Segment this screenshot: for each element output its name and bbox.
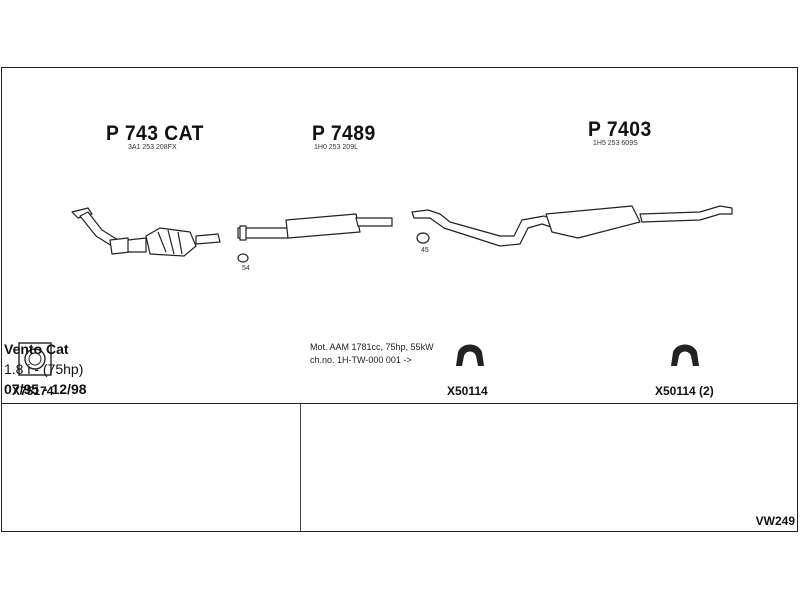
spec-block: Mot. AAM 1781cc, 75hp, 55kW ch.no. 1H-TW… [310, 341, 434, 367]
rubber-hanger-icon [456, 344, 484, 366]
part-number-middle-silencer: 1H0 253 209L [314, 144, 358, 151]
accessory-code-gasket: X75174 [12, 384, 54, 398]
diagram-reference: VW249 [755, 514, 795, 528]
middle-silencer-icon [237, 213, 393, 263]
spec-motor: Mot. AAM 1781cc, 75hp, 55kW [310, 342, 434, 352]
catalyst-converter-icon [71, 207, 221, 257]
clamp-number-54: 54 [242, 265, 250, 272]
accessory-code-hanger: X50114 [447, 384, 488, 398]
part-title-catalyst: P 743 CAT [106, 122, 204, 145]
rear-silencer-icon [411, 205, 733, 247]
clamp-number-45: 45 [421, 247, 429, 254]
divider-vertical [300, 403, 301, 531]
divider-horizontal [2, 403, 797, 404]
diagram-frame [1, 67, 798, 532]
vehicle-engine: 1.8 i - (75hp) [4, 361, 84, 377]
spec-chassis: ch.no. 1H-TW-000 001 -> [310, 355, 412, 365]
rubber-hanger-icon [671, 344, 699, 366]
flange-gasket-icon [18, 342, 52, 376]
part-title-rear-silencer: P 7403 [588, 118, 652, 141]
vehicle-model: Vento Cat [4, 341, 69, 357]
accessory-code-hanger-2: X50114 (2) [655, 384, 714, 398]
part-number-catalyst: 3A1 253 208FX [128, 144, 177, 151]
vehicle-years: 07/95 - 12/98 [4, 381, 87, 397]
part-number-rear-silencer: 1H5 253 609S [593, 140, 638, 147]
part-title-middle-silencer: P 7489 [312, 122, 376, 145]
vehicle-info: Vento Cat 1.8 i - (75hp) 07/95 - 12/98 [4, 339, 87, 399]
